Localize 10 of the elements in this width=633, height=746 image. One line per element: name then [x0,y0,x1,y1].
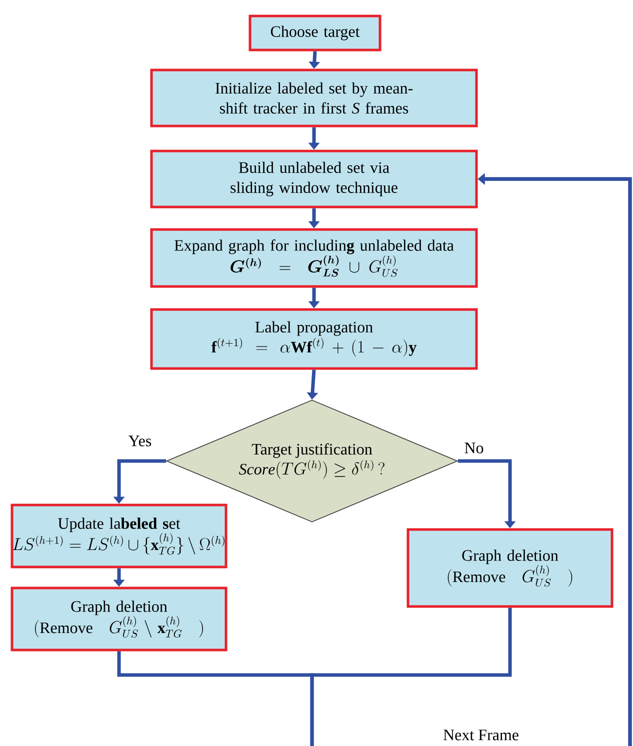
process-box: Choose target [248,14,382,52]
process-box: Label propagation $\mathbf{f}^{(t+1)} = \alpha\mathbf{W}\mathbf{f}^{(t)} + (1-\alpha)\mathbf{y}$ [150,308,478,370]
process-box: Initialize labeled set by mean-shift tracker in first S frames [150,68,478,128]
edge-label: No [463,442,485,454]
loop-label: Next Frame [443,730,518,740]
process-box: Build unlabeled set via sliding window technique [150,150,478,208]
edge-label: Yes [127,434,153,448]
process-box: Graph deletion $(\mathrm{Remove}\quad G^{(h)}_{US} \setminus \mathbf{x}^{(h)}_{TG}\quad)$ [10,586,228,652]
process-box: Expand graph for including unlabeled data $\boldsymbol{G^{(h)}} = \boldsymbol{G^{(h)}_{LS}} \cup G^{(h)}_{US}$ [150,228,478,288]
process-box: Graph deletion $(\mathrm{Remove}\quad G^{(h)}_{US}\quad)$ [406,528,614,608]
